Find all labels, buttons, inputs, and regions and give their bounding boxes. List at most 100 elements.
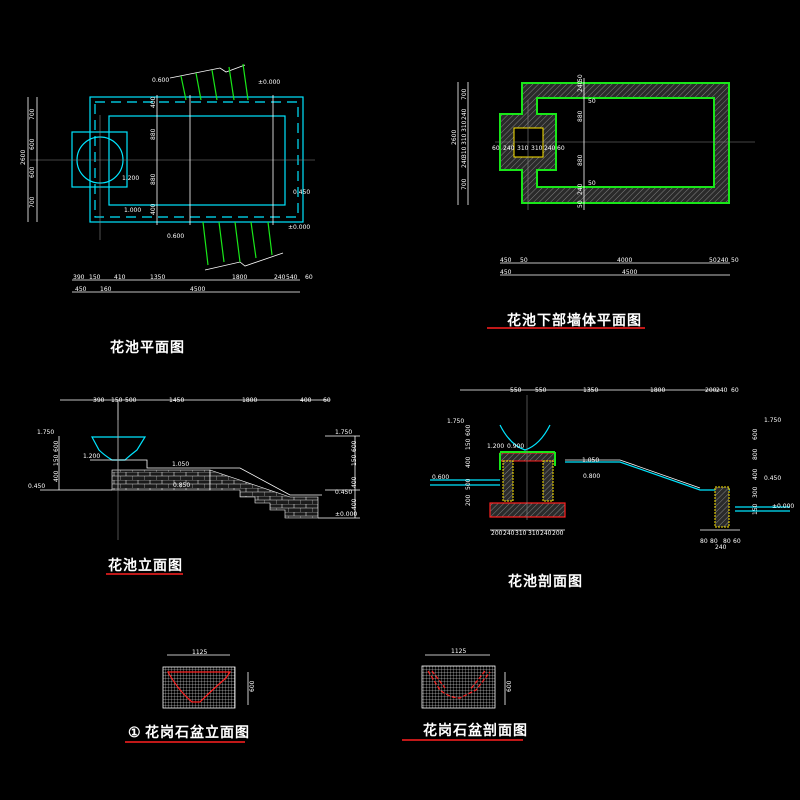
- dimension-label: 600: [29, 138, 36, 150]
- dimension-label: 50: [577, 200, 584, 208]
- dimension-label: 80: [700, 538, 708, 545]
- dimension-label: 310: [461, 133, 468, 145]
- dimension-label: 1.750: [764, 417, 781, 424]
- dimension-label: 1.200: [122, 175, 139, 182]
- lower-wall-plan: [457, 78, 755, 276]
- dimension-label: 200: [465, 494, 472, 506]
- dimension-label: 150: [53, 454, 60, 466]
- dimension-label: 240: [503, 145, 515, 152]
- dimension-label: 60: [323, 397, 331, 404]
- dimension-label: 600: [465, 424, 472, 436]
- dimension-label: 2600: [20, 150, 27, 165]
- dimension-label: 1.050: [172, 461, 189, 468]
- dimension-label: 0.600: [167, 233, 184, 240]
- dimension-label: 600: [249, 680, 256, 692]
- dimension-label: 700: [461, 88, 468, 100]
- dimension-label: 400: [150, 96, 157, 108]
- stairs-top: [169, 63, 249, 101]
- dimension-label: 1.750: [335, 429, 352, 436]
- dimension-label: 700: [29, 196, 36, 208]
- dimension-label: 60: [733, 538, 741, 545]
- dimension-label: 1.750: [447, 418, 464, 425]
- dimension-label: ±0.000: [288, 224, 310, 231]
- dimension-label: 240: [461, 156, 468, 168]
- dimension-label: 400: [150, 203, 157, 215]
- dimension-label: 500: [465, 478, 472, 490]
- dimension-label: 4500: [190, 286, 205, 293]
- dimension-label: 240: [715, 544, 727, 551]
- dimension-label: 240: [461, 108, 468, 120]
- dimension-label: 60: [557, 145, 565, 152]
- dimension-label: 880: [577, 110, 584, 122]
- stone-basin-elevation-detail: [162, 654, 249, 709]
- dimension-label: ±0.000: [772, 503, 794, 510]
- dimension-label: 390: [93, 397, 105, 404]
- dimension-label: 600: [506, 680, 513, 692]
- dimension-label: 400: [53, 470, 60, 482]
- basin-section-title: 花岗石盆剖面图: [423, 722, 528, 739]
- dimension-label: 50: [588, 98, 596, 105]
- dimension-label: 1800: [232, 274, 247, 281]
- dimension-label: 50: [588, 180, 596, 187]
- dimension-label: 240: [716, 387, 728, 394]
- dimension-label: 450: [500, 269, 512, 276]
- dimension-label: 0.450: [335, 489, 352, 496]
- dimension-label: 1.050: [582, 457, 599, 464]
- dimension-label: 310: [515, 530, 527, 537]
- dimension-label: 410: [114, 274, 126, 281]
- flower-bed-elevation: [40, 399, 360, 540]
- dimension-label: 1125: [451, 648, 466, 655]
- dimension-label: 400: [752, 468, 759, 480]
- dimension-label: 310: [528, 530, 540, 537]
- dimension-label: 150: [465, 438, 472, 450]
- dimension-label: 400: [351, 498, 358, 510]
- dimension-label: 550: [510, 387, 522, 394]
- dimension-label: 300: [752, 486, 759, 498]
- dimension-label: 1800: [242, 397, 257, 404]
- dimension-label: 240: [577, 183, 584, 195]
- dimension-label: 2600: [451, 130, 458, 145]
- dimension-label: 400: [300, 397, 312, 404]
- dimension-label: 600: [29, 166, 36, 178]
- dimension-label: 0.850: [173, 482, 190, 489]
- dimension-label: 80: [723, 538, 731, 545]
- dimension-label: 1.200: [83, 453, 100, 460]
- dimension-label: 50: [731, 257, 739, 264]
- dimension-label: 1350: [583, 387, 598, 394]
- dimension-label: 50: [709, 257, 717, 264]
- dimension-label: 550: [535, 387, 547, 394]
- dimension-label: 0.900: [507, 443, 524, 450]
- dimension-label: 390: [73, 274, 85, 281]
- dimension-label: 200: [552, 530, 564, 537]
- dimension-label: 1450: [169, 397, 184, 404]
- dimension-label: 800: [752, 448, 759, 460]
- basin-elevation-title: 花岗石盆立面图: [145, 724, 250, 741]
- stone-basin-section-detail: [421, 654, 506, 709]
- dimension-label: 150: [351, 454, 358, 466]
- dimension-label: 60: [492, 145, 500, 152]
- dimension-label: 310: [517, 145, 529, 152]
- dimension-label: 150: [89, 274, 101, 281]
- dimension-label: 310: [461, 120, 468, 132]
- dimension-label: 0.600: [432, 474, 449, 481]
- dimension-label: 200: [705, 387, 717, 394]
- dimension-label: 200: [491, 530, 503, 537]
- dimension-label: 50: [520, 257, 528, 264]
- dimension-label: 880: [150, 128, 157, 140]
- dimension-label: 540: [286, 274, 298, 281]
- flower-bed-section: [430, 389, 790, 531]
- dimension-label: 240: [577, 80, 584, 92]
- stairs-bottom: [202, 221, 284, 271]
- dimension-label: 1350: [150, 274, 165, 281]
- dimension-label: 600: [752, 428, 759, 440]
- elevation-title: 花池立面图: [108, 557, 183, 574]
- dimension-label: 0.450: [293, 189, 310, 196]
- dimension-label: 1125: [192, 649, 207, 656]
- dimension-label: 1.200: [487, 443, 504, 450]
- dimension-label: 240: [717, 257, 729, 264]
- plan-title: 花池平面图: [110, 339, 185, 356]
- dimension-label: 400: [351, 476, 358, 488]
- dimension-label: 240: [544, 145, 556, 152]
- dimension-label: 150: [752, 503, 759, 515]
